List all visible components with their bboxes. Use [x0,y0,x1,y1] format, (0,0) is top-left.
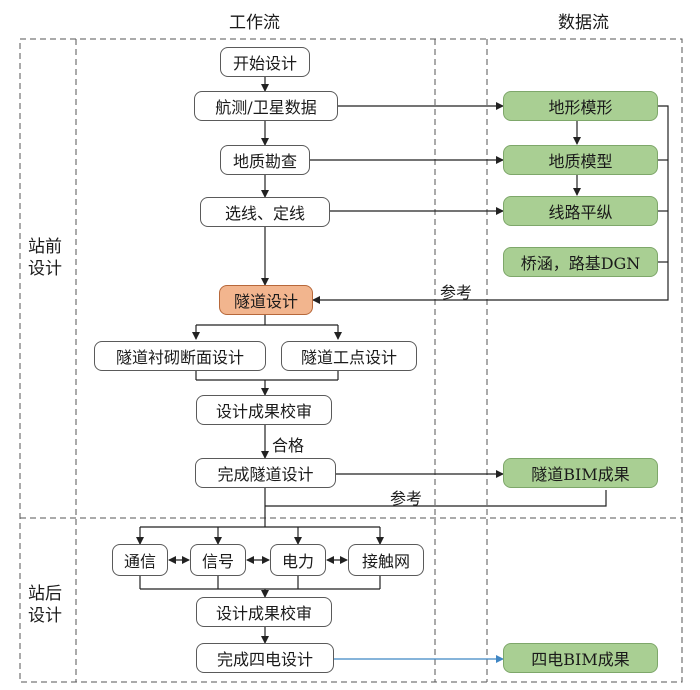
box-bridge-subgrade: 桥涵，路基DGN [503,247,658,277]
box-finish-four-electric: 完成四电设计 [196,643,334,673]
box-tunnel-design: 隧道设计 [219,285,313,315]
label-reference-2: 参考 [390,489,423,508]
link-reference-feedback [312,105,669,304]
box-route-plan: 线路平纵 [503,196,658,226]
box-points-design: 隧道工点设计 [281,341,417,371]
box-survey-data: 航测/卫星数据 [194,91,338,121]
box-start-design: 开始设计 [220,47,310,77]
box-communication: 通信 [112,544,168,576]
box-review-1: 设计成果校审 [196,395,332,425]
box-geo-model: 地质模型 [503,145,658,175]
box-signal: 信号 [190,544,246,576]
box-catenary: 接触网 [348,544,424,576]
label-reference-1: 参考 [440,283,473,302]
box-geo-survey: 地质勘查 [220,145,310,175]
box-route-selection: 选线、定线 [200,197,330,227]
box-tunnel-bim: 隧道BIM成果 [503,458,658,488]
link-tunnelbim-reference [265,490,607,507]
box-finish-tunnel: 完成隧道设计 [195,458,336,488]
header-dataflow: 数据流 [558,13,609,33]
box-terrain-model: 地形模形 [503,91,658,121]
box-four-electric-bim: 四电BIM成果 [503,643,658,673]
phase-post-station: 站后设计 [28,584,62,626]
label-pass: 合格 [272,436,305,455]
header-workflow: 工作流 [229,13,280,33]
box-power: 电力 [270,544,326,576]
dashed-frame [19,38,683,683]
box-lining-design: 隧道衬砌断面设计 [94,341,266,371]
box-review-2: 设计成果校审 [196,597,332,627]
phase-pre-station: 站前设计 [28,237,62,279]
